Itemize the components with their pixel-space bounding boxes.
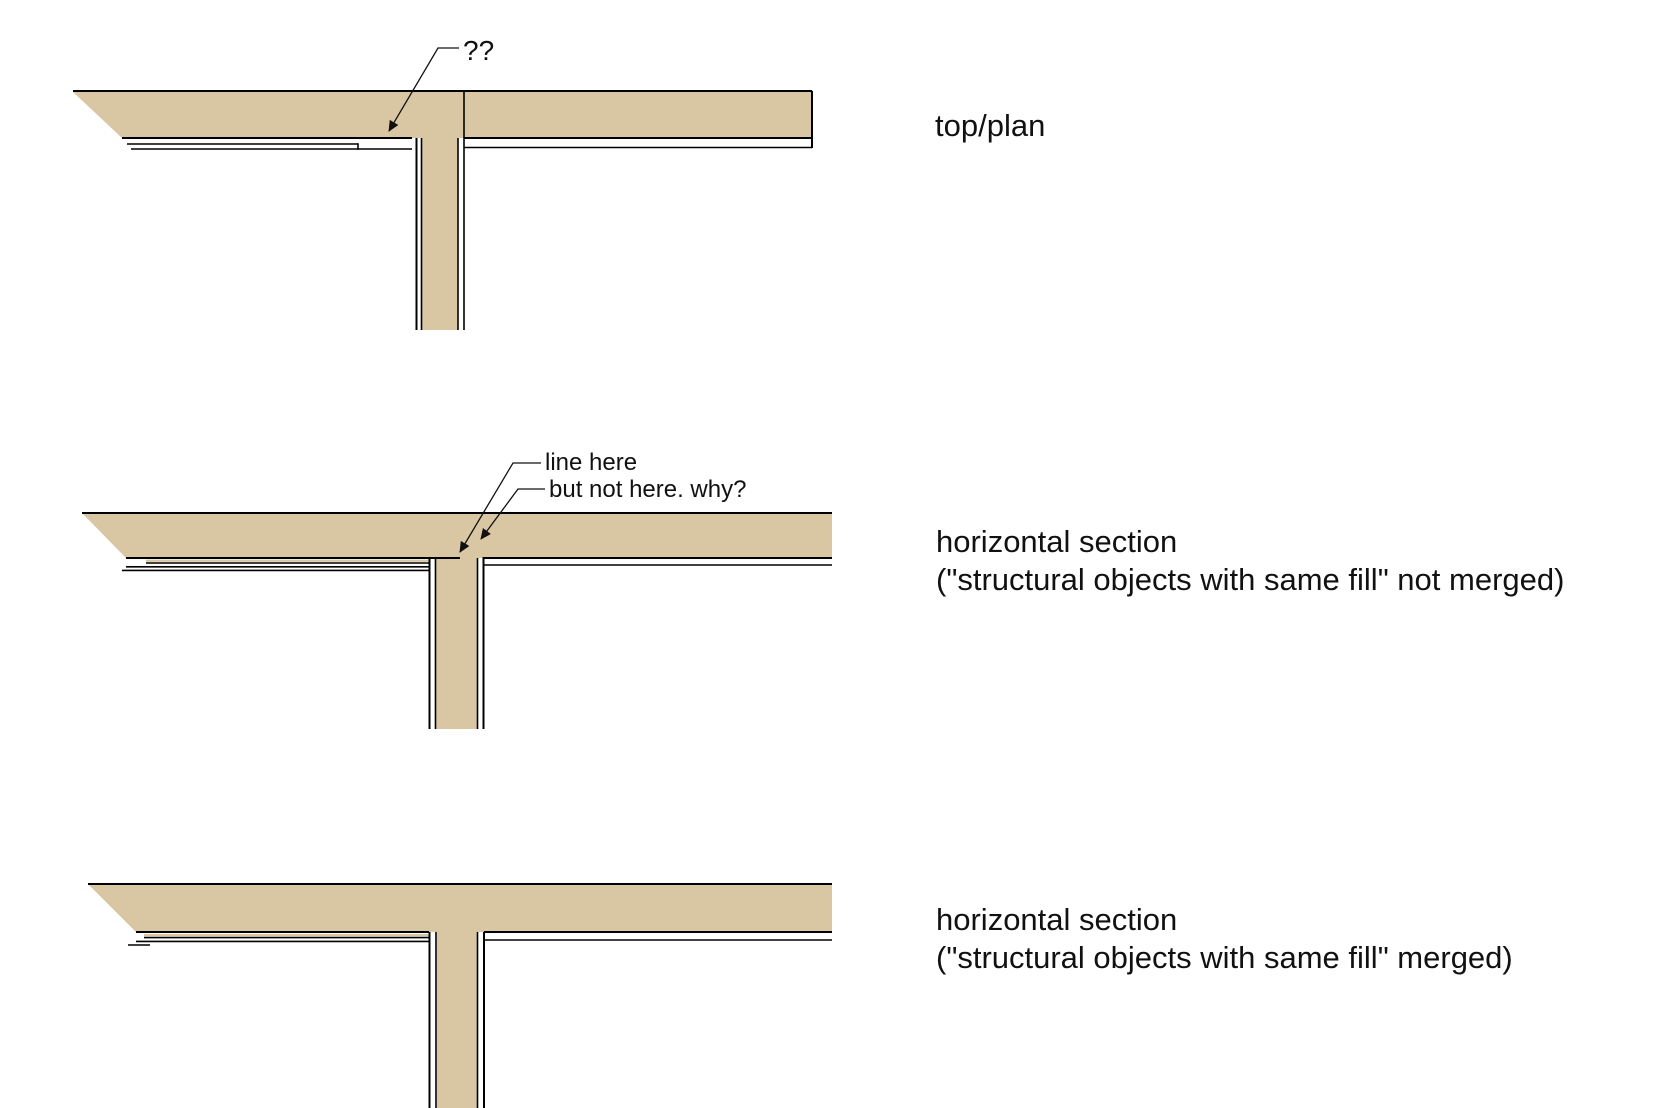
horizontal-wall-fill: [88, 884, 832, 932]
diagram-horizontal-section-merged: horizontal section ("structural objects …: [88, 883, 1513, 1108]
leader-line-but-not-here: [480, 488, 545, 540]
plaster-layer-fill: [146, 559, 429, 562]
leader-line-line-here: [459, 462, 541, 553]
vertical-wall-fill: [421, 136, 458, 330]
horizontal-wall-fill: [82, 513, 832, 558]
caption-merged-line1: horizontal section: [936, 902, 1177, 937]
annotation-question-marks: ??: [463, 35, 494, 66]
caption-not-merged-line2: ("structural objects with same fill" not…: [936, 562, 1564, 597]
leader-line-question: [388, 47, 459, 132]
annotation-line-here: line here: [545, 449, 637, 476]
vertical-wall-fill: [437, 930, 478, 1108]
caption-not-merged-line1: horizontal section: [936, 524, 1177, 559]
horizontal-wall-fill: [73, 92, 812, 138]
vertical-wall-fill: [436, 556, 477, 729]
annotation-but-not-here: but not here. why?: [549, 476, 746, 503]
caption-top-plan: top/plan: [935, 108, 1045, 143]
diagram-top-plan: ?? top/plan: [73, 35, 1045, 330]
plaster-layer-fill: [144, 934, 429, 937]
caption-merged-line2: ("structural objects with same fill" mer…: [936, 940, 1513, 975]
diagram-horizontal-section-not-merged: line here but not here. why? horizontal …: [82, 449, 1564, 729]
